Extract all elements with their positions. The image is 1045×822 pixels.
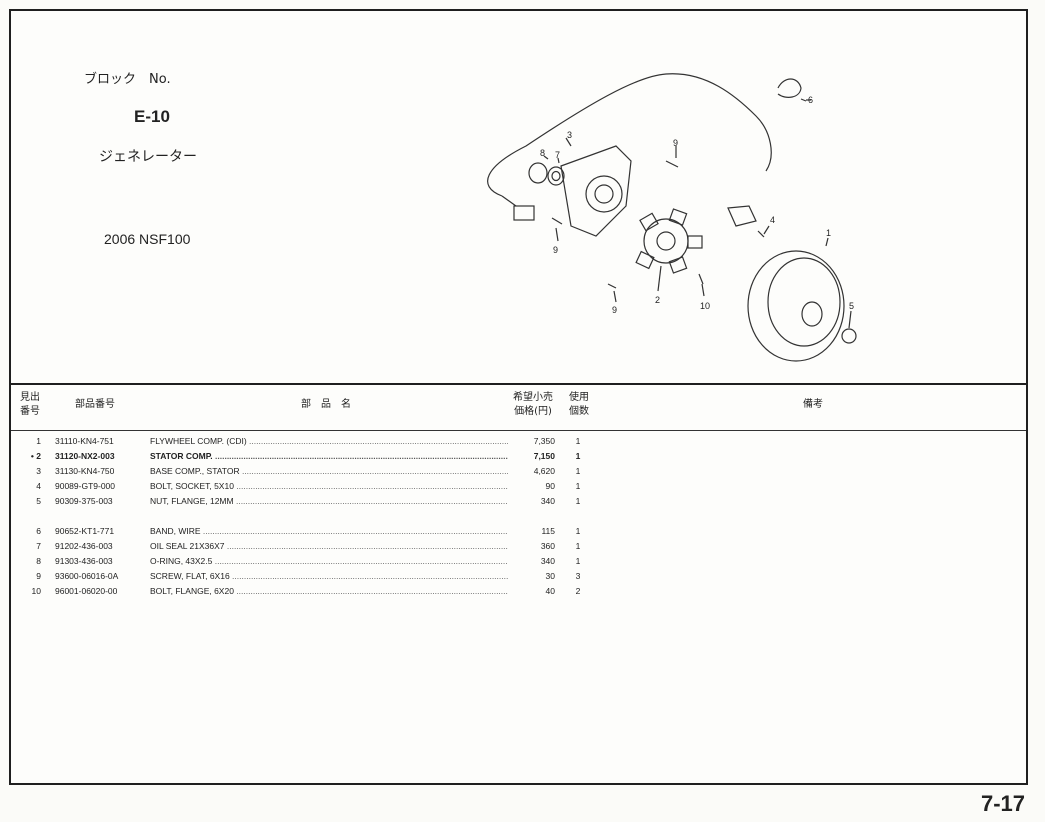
wire-band xyxy=(777,78,802,98)
callout-9c: 9 xyxy=(612,305,617,315)
page-number: 7-17 xyxy=(980,791,1025,816)
flange-bolt xyxy=(698,273,704,285)
flat-screw xyxy=(665,160,679,168)
callout-3: 3 xyxy=(567,130,572,140)
col-header-part-no: 部品番号 xyxy=(75,399,115,410)
callout-9a: 9 xyxy=(673,138,678,148)
stator-coil xyxy=(635,208,703,274)
header-divider xyxy=(11,430,1026,431)
col-header-qty: 使用個数 xyxy=(569,392,589,417)
flat-screw xyxy=(607,283,617,289)
callout-1: 1 xyxy=(826,228,831,238)
callout-8: 8 xyxy=(540,148,545,158)
callout-9b: 9 xyxy=(553,245,558,255)
callout-7: 7 xyxy=(555,150,560,160)
wire-connector xyxy=(513,205,535,221)
col-header-description: 部 品 名 xyxy=(301,399,351,410)
flywheel xyxy=(747,250,845,362)
o-ring xyxy=(528,162,548,184)
callout-10: 10 xyxy=(700,301,710,311)
callout-4: 4 xyxy=(770,215,775,225)
stator-base xyxy=(560,145,632,237)
flat-screw xyxy=(551,217,563,225)
model-name: 2006 NSF100 xyxy=(104,231,191,247)
section-divider xyxy=(11,383,1026,385)
callout-2: 2 xyxy=(655,295,660,305)
col-header-ref: 見出番号 xyxy=(20,392,40,417)
parts-page-frame: ブロック No. E-10 ジェネレーター 2006 NSF100 xyxy=(9,9,1028,785)
block-number: E-10 xyxy=(134,107,170,126)
block-label: ブロック No. xyxy=(84,72,171,87)
exploded-parts-diagram: 1 2 3 4 5 6 7 8 9 9 9 10 xyxy=(487,73,857,362)
flange-nut xyxy=(841,328,857,344)
pulser-coil xyxy=(727,205,757,227)
col-header-remarks: 備考 xyxy=(803,399,823,410)
socket-bolt xyxy=(757,230,765,238)
wire-harness xyxy=(487,73,772,197)
callout-6: 6 xyxy=(808,95,813,105)
oil-seal xyxy=(547,166,565,186)
callout-5: 5 xyxy=(849,301,854,311)
block-name: ジェネレーター xyxy=(99,149,197,165)
col-header-price: 希望小売価格(円) xyxy=(513,392,553,417)
